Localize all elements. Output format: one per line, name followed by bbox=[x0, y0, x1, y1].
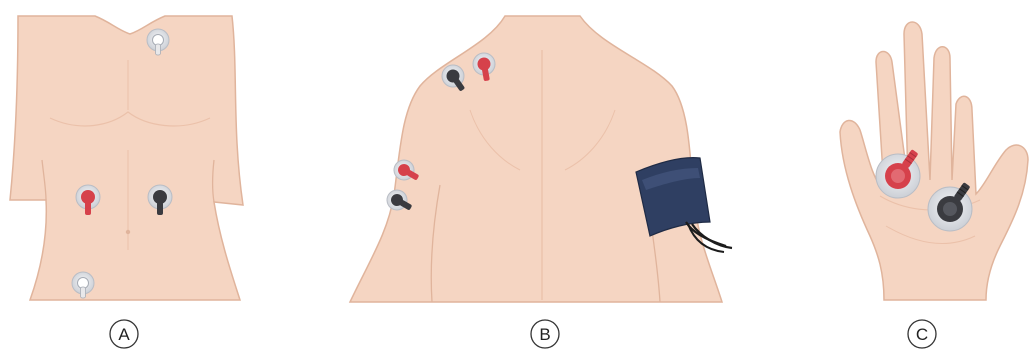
panel-label-b-text: B bbox=[539, 325, 550, 344]
panel-a: A bbox=[10, 16, 243, 348]
torso-front bbox=[10, 16, 243, 300]
panel-label-c-text: C bbox=[916, 325, 928, 344]
panel-c: C bbox=[840, 22, 1028, 348]
panel-label-c: C bbox=[908, 320, 936, 348]
panel-b: B bbox=[350, 16, 732, 348]
panel-label-a-text: A bbox=[118, 325, 130, 344]
panel-label-b: B bbox=[531, 320, 559, 348]
panel-label-a: A bbox=[110, 320, 138, 348]
back-torso bbox=[350, 16, 722, 302]
hand-palm bbox=[840, 22, 1028, 300]
navel bbox=[126, 230, 130, 234]
